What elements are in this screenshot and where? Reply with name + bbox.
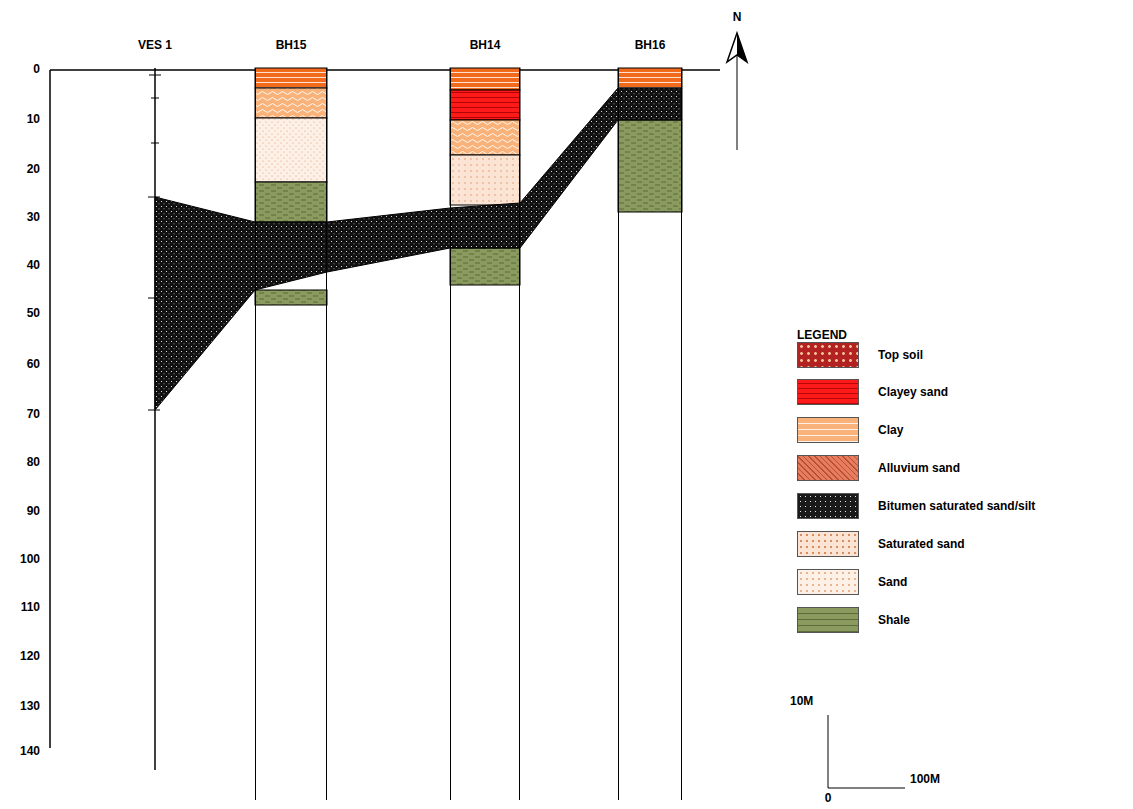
rock-layer — [618, 68, 682, 88]
rock-layer — [255, 182, 327, 222]
depth-value: 40 — [27, 259, 40, 272]
rock-layer — [618, 120, 682, 212]
scale-label: 0 — [825, 792, 832, 805]
rock-layer — [255, 290, 327, 305]
legend-swatch — [797, 607, 859, 633]
rock-layer — [450, 120, 520, 155]
legend-swatch — [797, 493, 859, 519]
legend-text: Alluvium sand — [878, 461, 960, 475]
rock-layer — [450, 90, 520, 120]
depth-value: 70 — [27, 408, 40, 421]
depth-value: 60 — [27, 358, 40, 371]
depth-value: 100 — [20, 553, 40, 566]
legend-text: Clay — [878, 423, 903, 437]
borehole-name: BH14 — [470, 38, 501, 52]
depth-value: 30 — [27, 211, 40, 224]
legend-text: Bitumen saturated sand/silt — [878, 499, 1035, 513]
borehole-column: BH16 — [618, 68, 682, 800]
legend-swatch — [797, 455, 859, 481]
depth-value: 20 — [27, 163, 40, 176]
legend-title: LEGEND — [797, 329, 847, 342]
depth-value: 80 — [27, 456, 40, 469]
depth-value: 130 — [20, 700, 40, 713]
legend-swatch — [797, 379, 859, 405]
depth-value: 120 — [20, 650, 40, 663]
depth-value: 90 — [27, 505, 40, 518]
legend-swatch — [797, 531, 859, 557]
rock-layer — [255, 118, 327, 182]
rock-layer — [450, 68, 520, 90]
legend-text: Sand — [878, 575, 907, 589]
rock-layer — [255, 88, 327, 118]
borehole-name: BH16 — [635, 38, 666, 52]
depth-value: 0 — [33, 63, 40, 76]
legend-text: Saturated sand — [878, 537, 965, 551]
rock-layer — [255, 68, 327, 88]
depth-value: 110 — [21, 601, 40, 614]
scale-label: 10M — [790, 695, 813, 708]
borehole-column: BH14 — [450, 68, 520, 800]
rock-layer — [450, 248, 520, 285]
scale-label: 100M — [910, 773, 940, 786]
rock-layer — [450, 155, 520, 205]
depth-value: 10 — [27, 113, 40, 126]
legend-swatch — [797, 417, 859, 443]
legend-swatch — [797, 342, 859, 368]
legend-swatch — [797, 569, 859, 595]
legend-text: Shale — [878, 613, 910, 627]
borehole-column: BH15 — [255, 68, 327, 800]
sounding-name: VES 1 — [138, 39, 172, 52]
legend-text: Clayey sand — [878, 385, 948, 399]
borehole-name: BH15 — [276, 38, 307, 52]
depth-value: 140 — [20, 745, 40, 758]
north-label: N — [733, 11, 742, 24]
depth-value: 50 — [27, 307, 40, 320]
legend-text: Top soil — [878, 348, 923, 362]
